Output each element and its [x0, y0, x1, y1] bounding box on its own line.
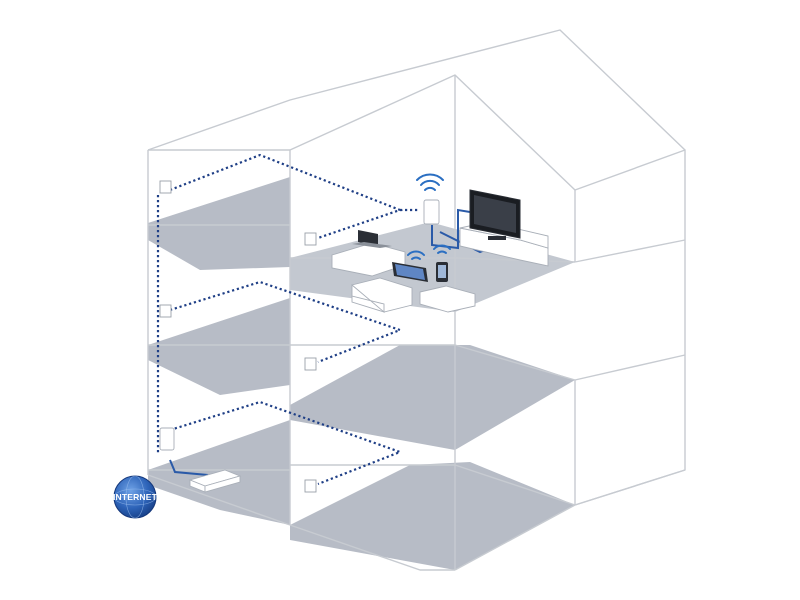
wifi-icon: [433, 244, 451, 254]
powerline-adapter-ground: [159, 427, 175, 451]
wall-socket-icon: [304, 357, 317, 371]
tablet-icon: [392, 262, 428, 282]
wifi-icon: [416, 173, 444, 191]
powerline-adapter-top: [423, 199, 440, 225]
wall-socket-icon: [159, 304, 172, 318]
floor-middle-right: [290, 345, 575, 450]
wifi-icon: [407, 250, 425, 260]
laptop-icon: [352, 230, 392, 248]
wall-socket-icon: [304, 232, 317, 246]
powerline-adapter-icon: [423, 199, 440, 225]
house-outline: [147, 29, 686, 571]
wall-socket-icon: [159, 180, 172, 194]
living-room: [331, 189, 549, 313]
wifi-signals: [407, 173, 451, 260]
internet-label: INTERNET: [113, 492, 158, 502]
powerline-adapter-icon: [159, 427, 175, 451]
router-icon: [188, 469, 242, 493]
inner-gable: [289, 74, 576, 191]
floor-top-left: [148, 177, 290, 270]
sofa-icon: [351, 277, 413, 313]
floor-middle-left: [148, 298, 290, 395]
wall-sockets: [159, 180, 317, 493]
right-wall: [574, 149, 686, 506]
smartphone-icon: [436, 262, 448, 282]
left-roof: [147, 29, 686, 151]
powerline-cables: [156, 153, 420, 486]
globe-icon: INTERNET: [113, 475, 158, 519]
tv-icon: [469, 189, 521, 240]
wall-socket-icon: [304, 479, 317, 493]
sofa-icon: [419, 285, 476, 313]
